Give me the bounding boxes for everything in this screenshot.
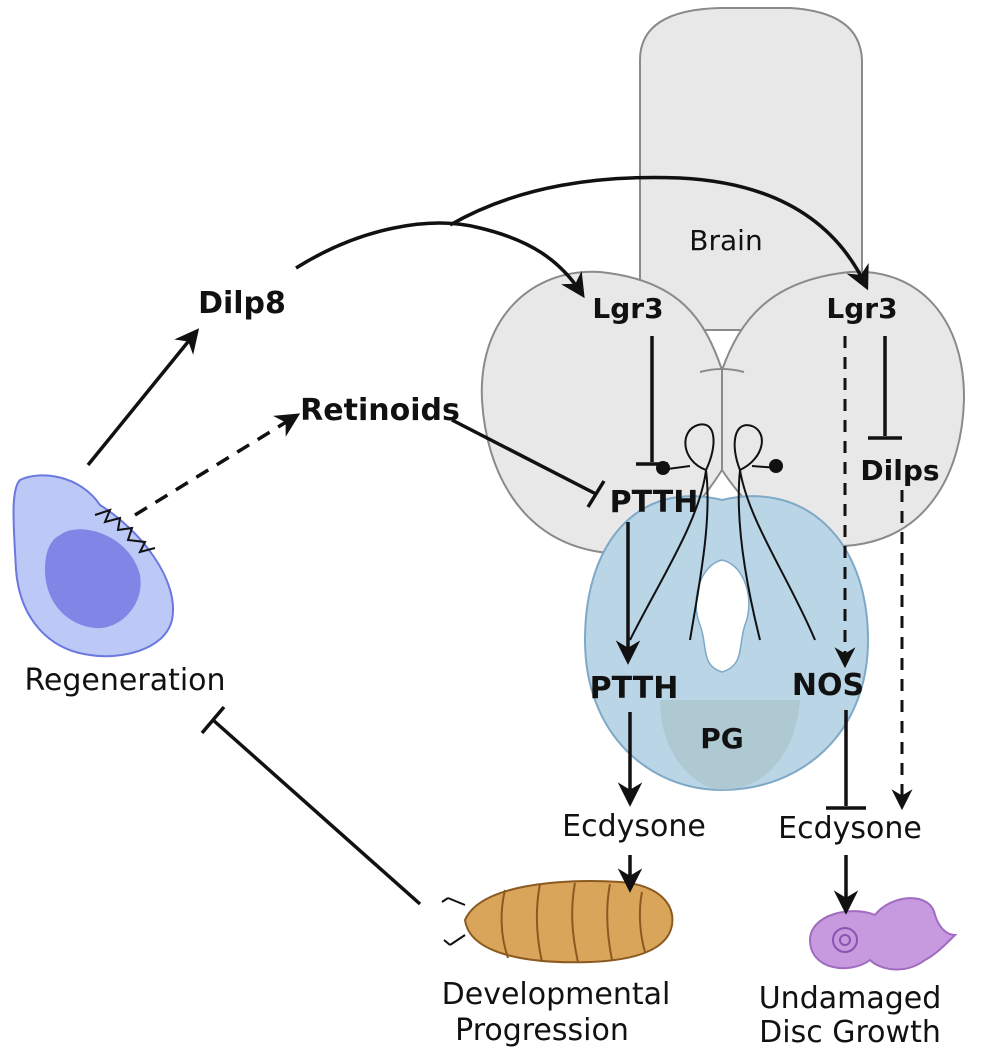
neuron-axon-left (629, 469, 709, 641)
label-lgr3-right: Lgr3 (826, 292, 897, 325)
regenerating-disc (12, 474, 175, 658)
undamaged-disc-illustration (808, 897, 958, 971)
label-brain: Brain (689, 224, 762, 257)
label-ecdysone-right: Ecdysone (778, 811, 922, 846)
disc-pouch (45, 529, 141, 629)
brain-stalk (639, 7, 863, 331)
label-dilps: Dilps (860, 454, 939, 487)
edge-larva-regeneration-bar (200, 705, 226, 735)
neuron-loop-right (733, 424, 763, 471)
edge-regeneration-dilp8 (86, 328, 200, 467)
neuron-axon-right (737, 469, 816, 641)
edge-retinoids-ptth-bar (586, 480, 606, 508)
soma-right (769, 459, 783, 473)
undamaged-disc-pouch (832, 927, 858, 953)
pg-center-band (660, 700, 800, 790)
prothoracic-gland (583, 495, 870, 792)
larva-body (463, 880, 674, 964)
edge-larva-regeneration (211, 718, 422, 906)
label-regeneration: Regeneration (24, 663, 225, 698)
edge-retinoids-ptth (451, 418, 597, 496)
label-ecdysone-left: Ecdysone (562, 809, 706, 844)
edge-regeneration-retinoids (134, 413, 301, 517)
label-retinoids: Retinoids (300, 393, 460, 428)
larva-illustration (441, 880, 674, 964)
labels: Brain Lgr3 Lgr3 Dilp8 Retinoids PTTH Dil… (24, 224, 941, 1050)
edge-dilp8-lgr3-right (449, 175, 869, 291)
edges (86, 175, 913, 915)
label-ptth-lower: PTTH (590, 671, 679, 706)
label-nos: NOS (792, 668, 864, 703)
brain-midline (699, 368, 745, 373)
label-developmental-line1: Developmental (442, 977, 671, 1012)
label-lgr3-left: Lgr3 (592, 292, 663, 325)
label-ptth-upper: PTTH (610, 485, 699, 520)
larva-segments (500, 882, 646, 963)
undamaged-disc-body (808, 897, 958, 971)
label-dilp8: Dilp8 (198, 286, 286, 321)
label-undamaged-line1: Undamaged (759, 981, 942, 1016)
label-undamaged-line2: Disc Growth (759, 1015, 941, 1050)
disc-wound (94, 508, 156, 554)
neuron-loop-left (684, 423, 715, 471)
label-developmental-line2: Progression (455, 1013, 629, 1048)
undamaged-disc-pouch-inner (839, 934, 851, 946)
edge-dilp8-lgr3-left (295, 221, 585, 299)
larva-mouth-hooks (441, 897, 466, 946)
label-pg: PG (700, 722, 744, 755)
